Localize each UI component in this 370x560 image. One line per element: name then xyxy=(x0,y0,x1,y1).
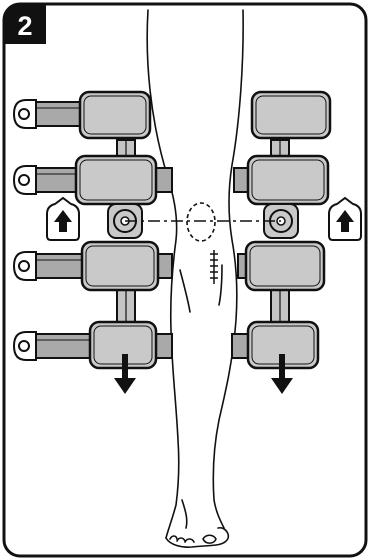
left-strap-1[interactable] xyxy=(12,90,152,140)
left-strap-4[interactable] xyxy=(12,320,173,370)
step-number: 2 xyxy=(17,11,32,41)
left-strap-3[interactable] xyxy=(12,240,173,292)
left-pad-1 xyxy=(78,90,152,140)
buckle-ring xyxy=(18,174,30,186)
down-arrow-icon xyxy=(271,354,293,394)
kneecap xyxy=(186,202,216,242)
down-arrow-icon xyxy=(114,354,136,394)
toe-1 xyxy=(202,534,217,544)
ankle-line xyxy=(181,499,188,529)
knee-line-right xyxy=(218,264,223,306)
up-arrow-in-tag-icon xyxy=(328,196,362,241)
buckle-ring xyxy=(18,260,30,272)
incision-scar-marker xyxy=(210,250,218,284)
toe-3 xyxy=(176,537,186,542)
up-arrow-in-tag-icon xyxy=(46,196,80,241)
leg-right-contour xyxy=(212,9,244,529)
leg xyxy=(146,9,244,548)
buckle-ring xyxy=(18,108,30,120)
right-strap-2[interactable] xyxy=(233,154,330,206)
brace-left-upright xyxy=(12,90,173,394)
kneecap-dashed-outline xyxy=(186,202,216,242)
leg-left-contour xyxy=(146,9,180,539)
knee-line-left xyxy=(179,269,191,313)
right-strap-3[interactable] xyxy=(237,240,326,292)
left-pad-2 xyxy=(74,154,158,206)
foot xyxy=(165,526,230,548)
right-strap-4[interactable] xyxy=(231,320,320,370)
right-pad-1 xyxy=(250,90,332,140)
right-pad-3 xyxy=(244,240,326,292)
buckle-ring xyxy=(18,340,30,352)
right-pad-2 xyxy=(246,154,330,206)
toe-4 xyxy=(169,535,178,540)
left-pad-3 xyxy=(80,240,160,292)
right-strap-1[interactable] xyxy=(250,90,332,140)
step-badge: 2 xyxy=(4,4,46,44)
brace-right-upright xyxy=(231,90,332,394)
